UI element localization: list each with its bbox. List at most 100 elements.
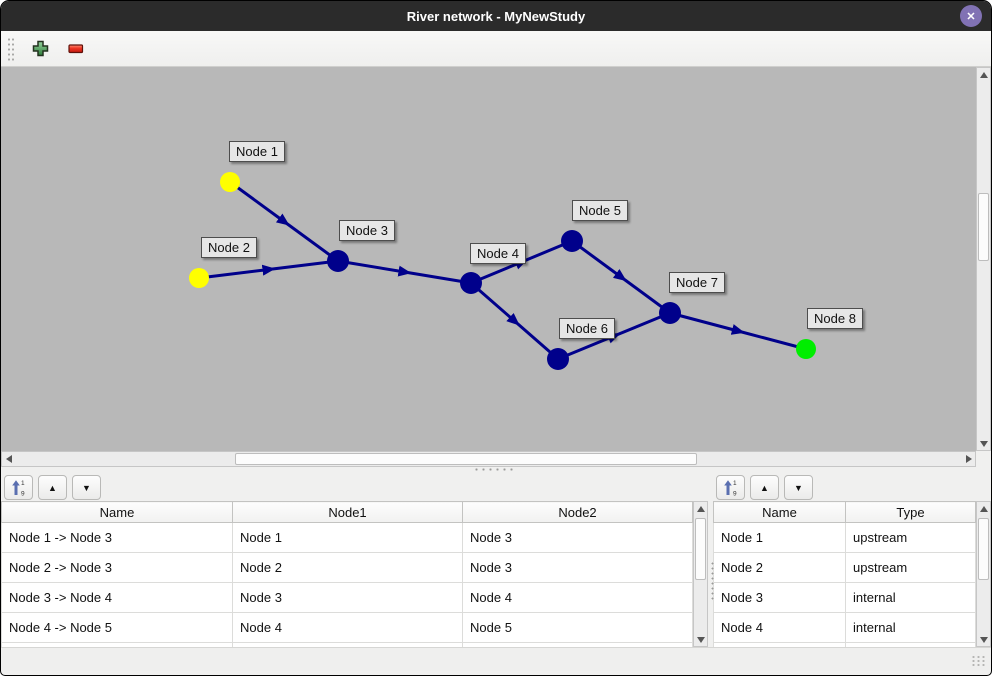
node-8-label[interactable]: Node 8 [807, 308, 863, 329]
node-4-label[interactable]: Node 4 [470, 243, 526, 264]
links-pane: 1 9 ▲ ▼ Name Node1 [1, 471, 711, 669]
table-cell: Node 3 [713, 582, 846, 613]
minus-icon [68, 43, 84, 53]
edge-node-5-to-node-7[interactable] [571, 239, 671, 315]
table-cell: Node 1 [713, 522, 846, 553]
links-sort-button[interactable]: 1 9 [4, 475, 33, 500]
svg-text:1: 1 [733, 480, 737, 487]
scroll-down-icon[interactable] [977, 633, 990, 646]
title-bar: River network - MyNewStudy ✕ [1, 1, 991, 31]
scroll-down-icon[interactable] [977, 437, 990, 450]
node-1[interactable] [220, 172, 240, 192]
main-toolbar [1, 31, 991, 67]
table-cell: Node 3 [232, 582, 463, 613]
table-cell: Node 1 [232, 522, 463, 553]
close-icon: ✕ [966, 10, 976, 23]
scroll-up-icon[interactable] [977, 68, 990, 81]
node-7[interactable] [659, 302, 681, 324]
node-5[interactable] [561, 230, 583, 252]
canvas-horizontal-scrollbar[interactable] [1, 451, 976, 467]
node-2-label[interactable]: Node 2 [201, 237, 257, 258]
table-cell: Node 4 [232, 612, 463, 643]
vertical-scroll-thumb[interactable] [978, 518, 989, 580]
node-7-label[interactable]: Node 7 [669, 272, 725, 293]
edge-node-7-to-node-8[interactable] [669, 311, 807, 351]
nodes-move-down-button[interactable]: ▼ [784, 475, 813, 500]
table-cell: Node 2 -> Node 3 [1, 552, 233, 583]
node-5-label[interactable]: Node 5 [572, 200, 628, 221]
table-cell: internal [845, 612, 976, 643]
node-8[interactable] [796, 339, 816, 359]
network-canvas[interactable]: Node 1 Node 2 Node 3 Node 4 Node 5 Node 6 Node… [1, 67, 976, 451]
links-header-node1[interactable]: Node1 [232, 501, 463, 523]
canvas-vertical-scrollbar[interactable] [976, 67, 991, 451]
nodes-header-name[interactable]: Name [713, 501, 846, 523]
scrollbar-corner [976, 451, 991, 467]
scroll-left-icon[interactable] [2, 452, 15, 465]
add-node-button[interactable] [27, 36, 53, 62]
vertical-scroll-thumb[interactable] [695, 518, 706, 580]
remove-node-button[interactable] [63, 36, 89, 62]
table-cell: upstream [845, 552, 976, 583]
node-4[interactable] [460, 272, 482, 294]
table-cell: Node 1 -> Node 3 [1, 522, 233, 553]
nodes-table-scrollbar[interactable] [976, 501, 991, 647]
horizontal-scroll-thumb[interactable] [235, 453, 697, 465]
table-cell: Node 3 [462, 552, 693, 583]
node-6[interactable] [547, 348, 569, 370]
table-cell: Node 4 -> Node 5 [1, 612, 233, 643]
table-cell: Node 4 [462, 582, 693, 613]
node-6-label[interactable]: Node 6 [559, 318, 615, 339]
sort-ascending-icon: 1 9 [724, 480, 737, 496]
vertical-scroll-thumb[interactable] [978, 193, 989, 261]
edge-node-3-to-node-4[interactable] [337, 259, 472, 285]
panel-splitter[interactable] [1, 467, 991, 471]
nodes-header-type[interactable]: Type [845, 501, 976, 523]
nodes-sort-button[interactable]: 1 9 [716, 475, 745, 500]
links-move-down-button[interactable]: ▼ [72, 475, 101, 500]
plus-icon [32, 40, 48, 57]
links-header-name[interactable]: Name [1, 501, 233, 523]
edge-node-1-to-node-3[interactable] [229, 180, 339, 263]
tables-splitter[interactable] [711, 471, 714, 647]
status-bar [1, 647, 991, 671]
edge-node-4-to-node-6[interactable] [470, 281, 559, 361]
close-button[interactable]: ✕ [960, 5, 982, 27]
node-2[interactable] [189, 268, 209, 288]
node-3[interactable] [327, 250, 349, 272]
move-down-icon: ▼ [82, 482, 91, 493]
scroll-up-icon[interactable] [977, 502, 990, 515]
nodes-move-up-button[interactable]: ▲ [750, 475, 779, 500]
links-move-up-button[interactable]: ▲ [38, 475, 67, 500]
node-3-label[interactable]: Node 3 [339, 220, 395, 241]
table-cell: upstream [845, 522, 976, 553]
links-header-node2[interactable]: Node2 [462, 501, 693, 523]
move-down-icon: ▼ [794, 482, 803, 493]
scroll-down-icon[interactable] [694, 633, 707, 646]
links-table-scrollbar[interactable] [693, 501, 708, 647]
links-toolbar: 1 9 ▲ ▼ [1, 471, 711, 501]
splitter-handle-icon [711, 561, 714, 601]
move-up-icon: ▲ [48, 482, 57, 493]
table-cell: internal [845, 582, 976, 613]
network-graph [189, 172, 816, 370]
splitter-handle-icon [473, 468, 517, 471]
edge-node-2-to-node-3[interactable] [198, 259, 339, 280]
node-1-label[interactable]: Node 1 [229, 141, 285, 162]
window-title: River network - MyNewStudy [406, 8, 586, 24]
scroll-right-icon[interactable] [962, 452, 975, 465]
resize-grip-icon[interactable] [971, 655, 985, 667]
scroll-up-icon[interactable] [694, 502, 707, 515]
toolbar-grab-handle[interactable] [7, 36, 15, 61]
nodes-toolbar: 1 9 ▲ ▼ [713, 471, 991, 501]
